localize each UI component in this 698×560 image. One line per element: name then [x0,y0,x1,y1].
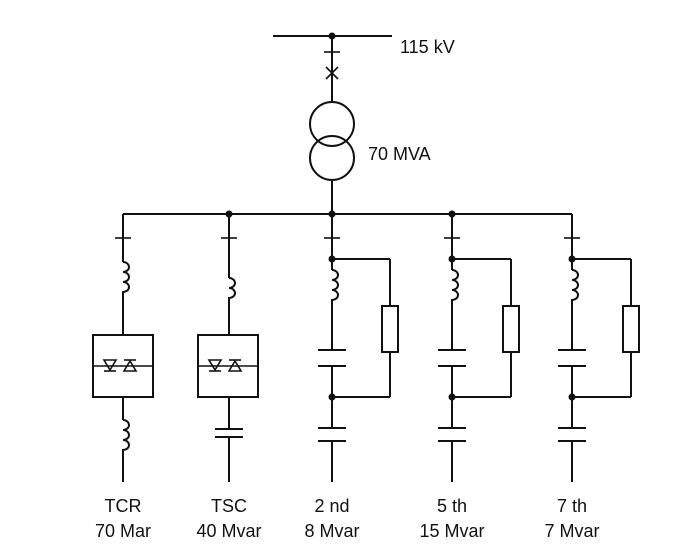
capacitor-symbol [558,427,586,442]
tcr-branch: TCR 70 Mar [92,214,154,541]
capacitor-symbol [558,349,586,367]
reactor-symbol [122,261,130,335]
filter-5th-name-label: 5 th [437,496,467,516]
capacitor-symbol [438,349,466,367]
filter-5th-branch: 5 th 15 Mvar [419,214,520,541]
transformer-rating-label: 70 MVA [368,144,431,164]
filter-5th-rating-label: 15 Mvar [419,521,484,541]
reactor-symbol [228,277,236,335]
mv-busbar [123,210,572,218]
transformer-symbol [309,101,355,181]
incoming-feeder: 115 kV 70 MVA [273,32,455,214]
thyristor-valve-symbol [197,334,259,398]
tcr-name-label: TCR [105,496,142,516]
damping-resistor-symbol [502,305,520,353]
capacitor-symbol [438,427,466,442]
tsc-name-label: TSC [211,496,247,516]
filter-7th-name-label: 7 th [557,496,587,516]
hv-voltage-label: 115 kV [400,37,455,57]
damping-resistor-symbol [381,305,399,353]
filter-2nd-name-label: 2 nd [314,496,349,516]
tsc-branch: TSC 40 Mvar [196,214,262,541]
reactor-symbol [331,269,339,350]
hv-breaker-mark [325,66,339,80]
filter-2nd-branch: 2 nd 8 Mvar [304,214,399,541]
filter-7th-rating-label: 7 Mvar [544,521,599,541]
filter-2nd-rating-label: 8 Mvar [304,521,359,541]
reactor-symbol [122,419,130,482]
capacitor-symbol [318,427,346,442]
reactor-symbol [451,269,459,350]
capacitor-symbol [318,349,346,367]
tcr-rating-label: 70 Mar [95,521,151,541]
capacitor-symbol [215,428,243,438]
damping-resistor-symbol [622,305,640,353]
tsc-rating-label: 40 Mvar [196,521,261,541]
reactor-symbol [571,269,579,350]
thyristor-valve-symbol [92,334,154,398]
filter-7th-branch: 7 th 7 Mvar [544,214,640,541]
